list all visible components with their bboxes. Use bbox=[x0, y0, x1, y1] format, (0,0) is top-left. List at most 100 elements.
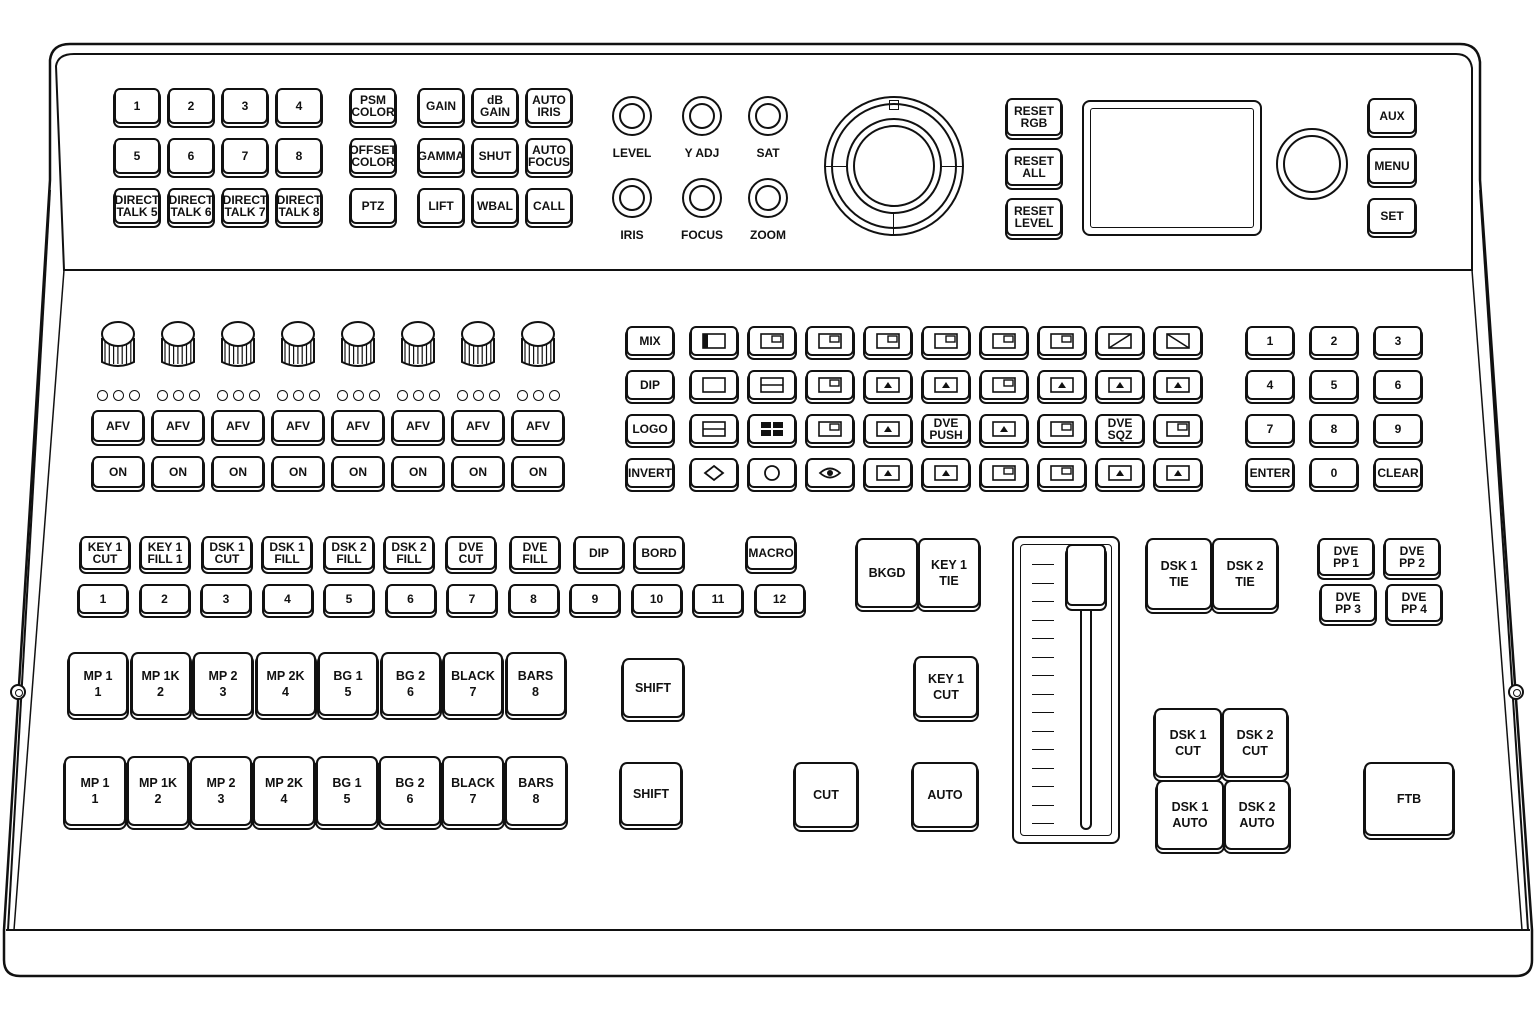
dsk-2-fill-keyer-button[interactable]: DSK 2 FILL bbox=[384, 536, 434, 570]
camera-button-direct-talk-5[interactable]: DIRECT TALK 5 bbox=[114, 188, 160, 224]
menu-button[interactable]: MENU bbox=[1368, 148, 1416, 184]
camera-button-8[interactable]: 8 bbox=[276, 138, 322, 174]
key-1-cut-keyer-button[interactable]: KEY 1 CUT bbox=[80, 536, 130, 570]
auto-focus-button[interactable]: AUTO FOCUS bbox=[526, 138, 572, 174]
bord-keyer-button[interactable]: BORD bbox=[634, 536, 684, 570]
wipe-diag-arrow-button[interactable] bbox=[864, 458, 912, 488]
program-mp-2-3-button[interactable]: MP 2 3 bbox=[193, 652, 253, 716]
t-bar[interactable] bbox=[1012, 536, 1120, 844]
wipe-drop-arrow-button[interactable] bbox=[1096, 458, 1144, 488]
on-button-1[interactable]: ON bbox=[92, 456, 144, 488]
keypad-4-button[interactable]: 4 bbox=[1246, 370, 1294, 400]
dve-fill-keyer-button[interactable]: DVE FILL bbox=[510, 536, 560, 570]
wipe-diagonal-down-button[interactable] bbox=[1154, 326, 1202, 356]
wipe-right-box-button[interactable] bbox=[922, 326, 970, 356]
dsk-1-cut-keyer-button[interactable]: DSK 1 CUT bbox=[202, 536, 252, 570]
menu-jog-knob[interactable] bbox=[1276, 128, 1348, 200]
psm-color-button[interactable]: PSM COLOR bbox=[350, 88, 396, 124]
macro-6-button[interactable]: 6 bbox=[385, 584, 436, 614]
on-button-5[interactable]: ON bbox=[332, 456, 384, 488]
camera-button-direct-talk-8[interactable]: DIRECT TALK 8 bbox=[276, 188, 322, 224]
auto-iris-button[interactable]: AUTO IRIS bbox=[526, 88, 572, 124]
camera-button-4[interactable]: 4 bbox=[276, 88, 322, 124]
preview-mp-2-3-button[interactable]: MP 2 3 bbox=[190, 756, 252, 826]
cut-button[interactable]: CUT bbox=[794, 762, 858, 828]
keypad-0-button[interactable]: 0 bbox=[1310, 458, 1358, 488]
lift-button[interactable]: LIFT bbox=[418, 188, 464, 224]
y-adj-knob[interactable] bbox=[682, 96, 722, 136]
afv-button-5[interactable]: AFV bbox=[332, 410, 384, 442]
camera-button-5[interactable]: 5 bbox=[114, 138, 160, 174]
key1-cut-button[interactable]: KEY 1 CUT bbox=[914, 656, 978, 718]
macro-1-button[interactable]: 1 bbox=[78, 584, 128, 614]
call-button[interactable]: CALL bbox=[526, 188, 572, 224]
program-bars-8-button[interactable]: BARS 8 bbox=[505, 652, 566, 716]
afv-button-8[interactable]: AFV bbox=[512, 410, 564, 442]
wipe-side-arrow-button[interactable] bbox=[1154, 370, 1202, 400]
wipe-bottom-center-button[interactable] bbox=[748, 326, 796, 356]
camera-button-3[interactable]: 3 bbox=[222, 88, 268, 124]
audio-knob-7[interactable] bbox=[459, 320, 497, 368]
dip-keyer-button[interactable]: DIP bbox=[574, 536, 624, 570]
keypad-clear-button[interactable]: CLEAR bbox=[1374, 458, 1422, 488]
wipe-top-bracket-button[interactable] bbox=[980, 326, 1028, 356]
macro-9-button[interactable]: 9 bbox=[570, 584, 620, 614]
audio-knob-3[interactable] bbox=[219, 320, 257, 368]
mix-button[interactable]: MIX bbox=[626, 326, 674, 356]
macro-11-button[interactable]: 11 bbox=[693, 584, 743, 614]
keypad-1-button[interactable]: 1 bbox=[1246, 326, 1294, 356]
keypad-5-button[interactable]: 5 bbox=[1310, 370, 1358, 400]
circle-icon-button[interactable] bbox=[748, 458, 796, 488]
key-1-fill-1-keyer-button[interactable]: KEY 1 FILL 1 bbox=[140, 536, 190, 570]
dsk-1-cut-button[interactable]: DSK 1 CUT bbox=[1154, 708, 1222, 778]
wbal-button[interactable]: WBAL bbox=[472, 188, 518, 224]
macro-5-button[interactable]: 5 bbox=[324, 584, 374, 614]
keypad-2-button[interactable]: 2 bbox=[1310, 326, 1358, 356]
wipe-down-arrow-button[interactable] bbox=[922, 458, 970, 488]
on-button-7[interactable]: ON bbox=[452, 456, 504, 488]
dve-pp-4-button[interactable]: DVE PP 4 bbox=[1386, 584, 1442, 622]
wipe-quad-button[interactable] bbox=[748, 414, 796, 444]
afv-button-6[interactable]: AFV bbox=[392, 410, 444, 442]
preview-bg-1-5-button[interactable]: BG 1 5 bbox=[316, 756, 378, 826]
macro-10-button[interactable]: 10 bbox=[631, 584, 682, 614]
program-bg-1-5-button[interactable]: BG 1 5 bbox=[318, 652, 378, 716]
zoom-knob[interactable] bbox=[748, 178, 788, 218]
offset-color-button[interactable]: OFFSET COLOR bbox=[349, 138, 397, 174]
wipe-corner-fold-button[interactable] bbox=[1038, 414, 1086, 444]
wipe-left-bar-button[interactable] bbox=[690, 326, 738, 356]
afv-button-3[interactable]: AFV bbox=[212, 410, 264, 442]
wipe-top-right-arrow-button[interactable] bbox=[1038, 370, 1086, 400]
gamma-button[interactable]: GAMMA bbox=[418, 138, 464, 174]
keypad-7-button[interactable]: 7 bbox=[1246, 414, 1294, 444]
program-shift-button[interactable]: SHIFT bbox=[622, 658, 684, 718]
preview-black-7-button[interactable]: BLACK 7 bbox=[442, 756, 504, 826]
wipe-corner-arrow-button[interactable] bbox=[864, 370, 912, 400]
dve-cut-keyer-button[interactable]: DVE CUT bbox=[446, 536, 496, 570]
on-button-3[interactable]: ON bbox=[212, 456, 264, 488]
wipe-top-right-small-button[interactable] bbox=[1038, 326, 1086, 356]
wipe-bottom-arrow-button[interactable] bbox=[922, 370, 970, 400]
camera-button-direct-talk-7[interactable]: DIRECT TALK 7 bbox=[222, 188, 268, 224]
ptz-button[interactable]: PTZ bbox=[350, 188, 396, 224]
dsk-2-fill-keyer-button[interactable]: DSK 2 FILL bbox=[324, 536, 374, 570]
wipe-inner-box-button[interactable] bbox=[806, 414, 854, 444]
afv-button-4[interactable]: AFV bbox=[272, 410, 324, 442]
dsk-1-fill-keyer-button[interactable]: DSK 1 FILL bbox=[262, 536, 312, 570]
afv-button-2[interactable]: AFV bbox=[152, 410, 204, 442]
macro-4-button[interactable]: 4 bbox=[262, 584, 313, 614]
camera-button-1[interactable]: 1 bbox=[114, 88, 160, 124]
eye-icon-button[interactable] bbox=[806, 458, 854, 488]
camera-button-7[interactable]: 7 bbox=[222, 138, 268, 174]
dsk-1-tie-button[interactable]: DSK 1 TIE bbox=[1146, 538, 1212, 610]
dsk-2-tie-button[interactable]: DSK 2 TIE bbox=[1212, 538, 1278, 610]
program-bg-2-6-button[interactable]: BG 2 6 bbox=[380, 652, 441, 716]
joystick[interactable] bbox=[846, 118, 942, 214]
macro-3-button[interactable]: 3 bbox=[201, 584, 251, 614]
level-knob[interactable] bbox=[612, 96, 652, 136]
program-mp-1-1-button[interactable]: MP 1 1 bbox=[68, 652, 128, 716]
keypad-3-button[interactable]: 3 bbox=[1374, 326, 1422, 356]
audio-knob-5[interactable] bbox=[339, 320, 377, 368]
wipe-right-arrow-button[interactable] bbox=[864, 414, 912, 444]
wipe-center-arrow-button[interactable] bbox=[1096, 370, 1144, 400]
